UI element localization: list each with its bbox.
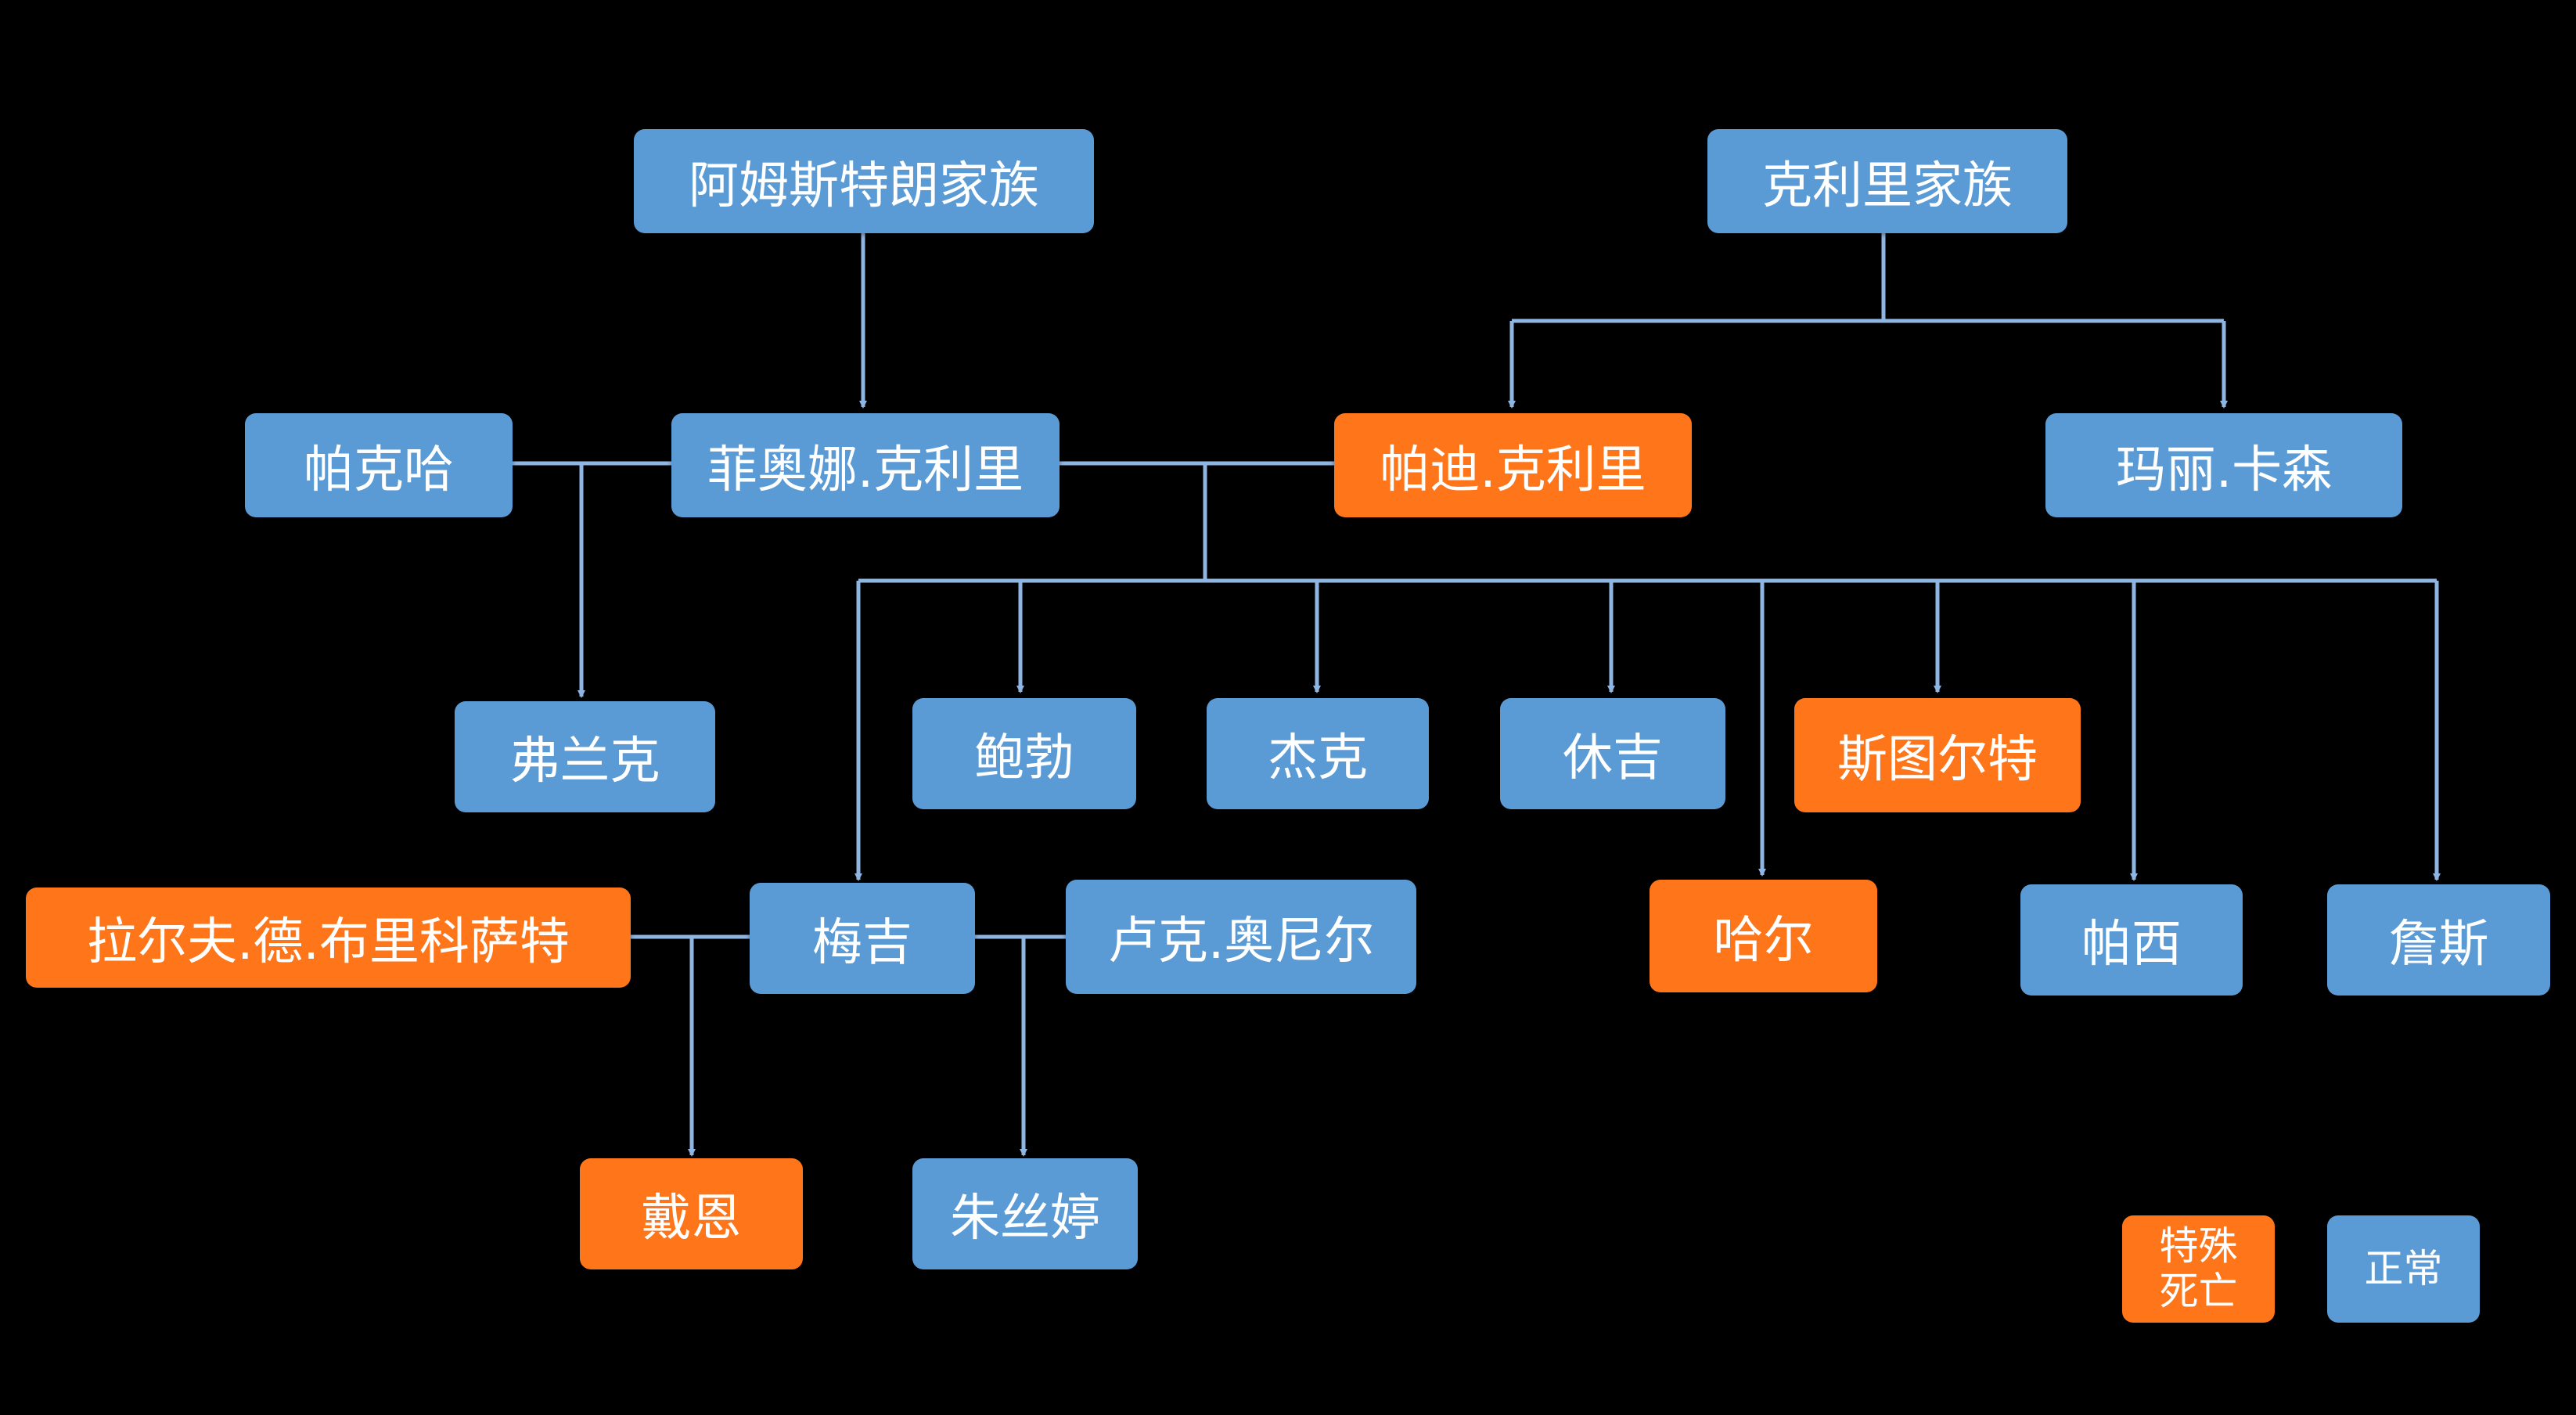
node-frank: 弗兰克 <box>455 701 715 812</box>
legend-special-line1: 特殊 <box>2159 1223 2238 1269</box>
legend-special-line2: 死亡 <box>2159 1268 2238 1314</box>
node-jack: 杰克 <box>1207 698 1429 809</box>
node-dane: 戴恩 <box>580 1158 803 1269</box>
node-curry-family: 克利里家族 <box>1707 129 2067 233</box>
node-hal: 哈尔 <box>1650 880 1877 992</box>
legend-special: 特殊 死亡 <box>2122 1215 2275 1323</box>
node-mary: 玛丽.卡森 <box>2045 413 2402 517</box>
node-jims: 詹斯 <box>2327 884 2550 996</box>
node-paddy: 帕迪.克利里 <box>1334 413 1692 517</box>
node-luke: 卢克.奥尼尔 <box>1066 880 1416 994</box>
node-bob: 鲍勃 <box>912 698 1136 809</box>
legend-normal-label: 正常 <box>2364 1245 2443 1291</box>
legend-normal: 正常 <box>2327 1215 2480 1323</box>
node-ralph: 拉尔夫.德.布里科萨特 <box>26 888 631 988</box>
node-meggie: 梅吉 <box>750 883 975 994</box>
node-fiona: 菲奥娜.克利里 <box>671 413 1060 517</box>
node-packha: 帕克哈 <box>245 413 513 517</box>
node-justine: 朱丝婷 <box>912 1158 1138 1269</box>
node-hughie: 休吉 <box>1500 698 1725 809</box>
node-armstrong-family: 阿姆斯特朗家族 <box>634 129 1094 233</box>
node-stuart: 斯图尔特 <box>1794 698 2081 812</box>
node-patsy: 帕西 <box>2020 884 2243 996</box>
